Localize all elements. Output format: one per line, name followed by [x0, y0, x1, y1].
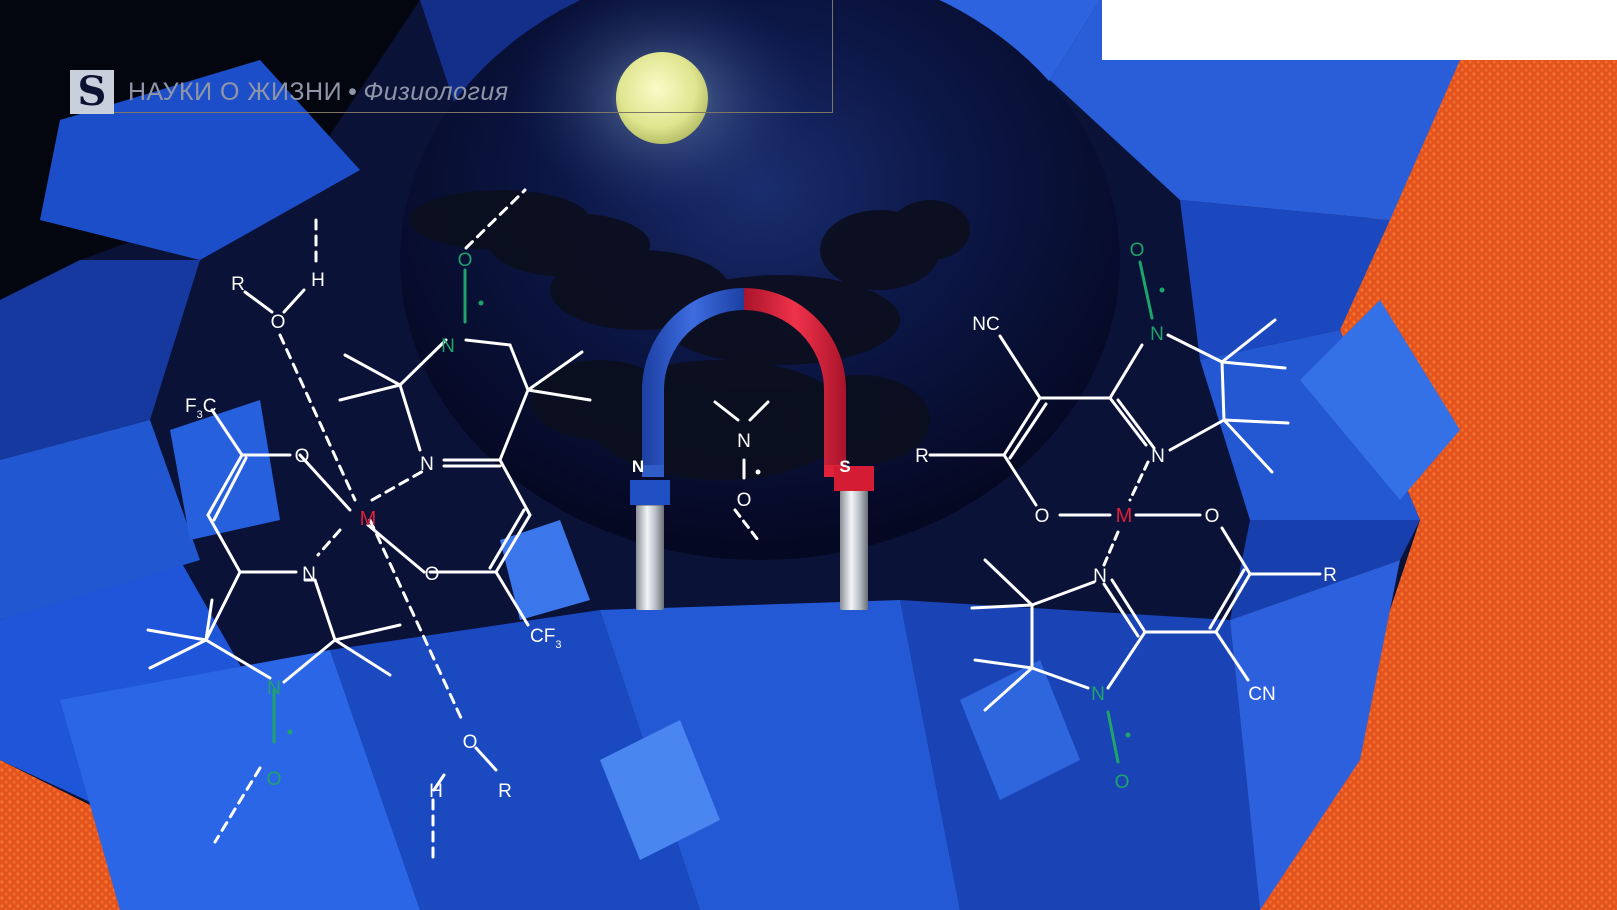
pole-s-label: S	[839, 457, 850, 476]
right-o-nitroxide-bottom: O	[1115, 772, 1130, 793]
center-n: N	[737, 431, 751, 452]
right-r-left: R	[915, 446, 929, 467]
section-title: НАУКИ О ЖИЗНИ•Физиология	[128, 78, 509, 107]
right-o-nitroxide-top: O	[1130, 240, 1145, 261]
left-o-water-top: O	[271, 312, 286, 333]
left-n-nitroxide-top: N	[441, 336, 455, 357]
left-complex-bonds	[146, 288, 592, 792]
horseshoe-magnet-icon	[630, 288, 874, 610]
blank-white-panel	[1102, 0, 1617, 60]
right-metal-m: M	[1116, 505, 1133, 527]
header-vertical-rule	[832, 0, 833, 113]
left-cf3: CF3	[530, 626, 561, 651]
right-cn: CN	[1248, 684, 1275, 705]
right-radical-dots	[1125, 287, 1165, 738]
left-f3c: F3C	[185, 396, 216, 421]
left-o-right: O	[425, 564, 440, 585]
left-n-imine-left: N	[302, 564, 316, 585]
right-nc: NC	[972, 314, 999, 335]
left-h-top: H	[311, 270, 325, 291]
left-h-bottom: H	[429, 781, 443, 802]
pole-n-label: N	[632, 457, 644, 476]
right-n-nitroxide-top: N	[1150, 324, 1164, 345]
moon-icon	[616, 52, 708, 144]
left-coordination-bonds	[213, 188, 527, 860]
left-r-bottom: R	[498, 781, 512, 802]
right-n-nitroxide-bottom: N	[1091, 684, 1105, 705]
right-n-imine-bottom: N	[1093, 566, 1107, 587]
left-o-water-bottom: O	[463, 732, 478, 753]
header-rule	[70, 112, 832, 113]
left-radical-dots	[287, 300, 484, 735]
left-o-left: O	[295, 446, 310, 467]
subsection-name: Физиология	[363, 77, 509, 106]
section-header: S НАУКИ О ЖИЗНИ•Физиология	[70, 70, 509, 114]
right-coordination-bonds	[1102, 460, 1150, 567]
section-name: НАУКИ О ЖИЗНИ	[128, 77, 343, 106]
center-o: O	[737, 490, 752, 511]
right-n-imine-top: N	[1151, 446, 1165, 467]
right-o-right: O	[1205, 506, 1220, 527]
left-nitroxide-bonds	[272, 268, 467, 744]
right-nitroxide-bonds	[1106, 260, 1154, 764]
left-o-nitroxide-top: O	[458, 250, 473, 271]
right-o-left: O	[1035, 506, 1050, 527]
right-r-right: R	[1323, 565, 1337, 586]
left-n-imine-top: N	[420, 454, 434, 475]
center-bonds	[713, 400, 770, 480]
left-n-nitroxide-bottom: N	[267, 678, 281, 699]
center-dashed-bonds	[733, 508, 760, 542]
left-r-top: R	[231, 274, 245, 295]
center-radical-dot	[755, 469, 761, 475]
section-separator: •	[348, 77, 358, 106]
magazine-logo-icon: S	[70, 70, 114, 114]
left-metal-m: M	[360, 508, 377, 530]
right-complex-bonds	[928, 318, 1322, 712]
left-o-nitroxide-bottom: O	[267, 769, 282, 790]
